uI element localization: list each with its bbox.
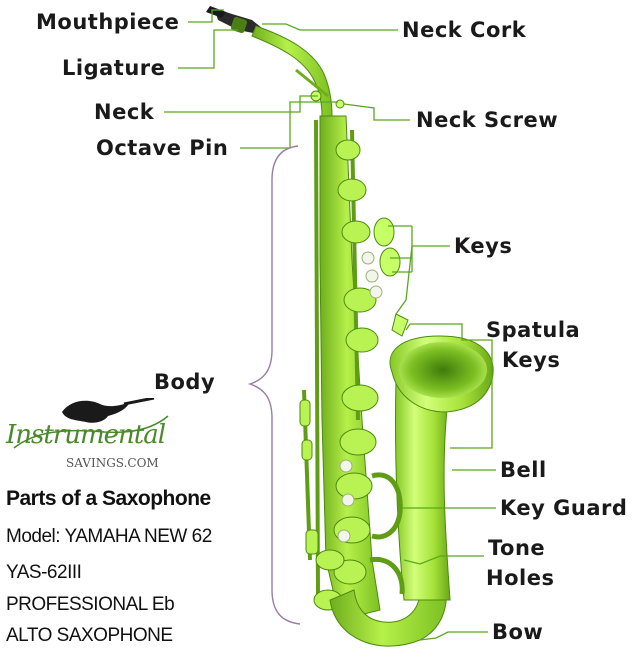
mouthpiece-leader — [188, 9, 224, 23]
ligature-leader — [178, 29, 238, 69]
neck-screw-leader — [343, 103, 410, 121]
info-model: Model: YAMAHA NEW 62 — [6, 526, 212, 547]
label-spatula-keys-line2: Keys — [502, 348, 561, 372]
neck-cork-leader — [262, 23, 398, 31]
guitar-logo-icon — [13, 398, 169, 449]
info-title: Parts of a Saxophone — [6, 487, 211, 510]
info-line4: PROFESSIONAL Eb — [6, 594, 175, 615]
neck-leader — [164, 95, 318, 113]
logo-sub-text: SAVINGS.COM — [66, 456, 159, 470]
label-bell: Bell — [500, 458, 547, 482]
label-neck: Neck — [94, 100, 155, 124]
instrumental-savings-logo: Instrumental SAVINGS.COM — [4, 398, 174, 478]
label-neck-cork: Neck Cork — [402, 18, 527, 42]
label-neck-screw: Neck Screw — [416, 108, 559, 132]
bell-part — [394, 379, 451, 601]
bow-leader — [419, 631, 488, 641]
mouthpiece-part — [206, 6, 262, 34]
label-spatula-keys-line1: Spatula — [486, 318, 581, 342]
label-tone-holes-line2: Holes — [486, 566, 555, 590]
label-octave-pin: Octave Pin — [96, 136, 229, 160]
label-mouthpiece: Mouthpiece — [36, 10, 180, 34]
logo-script-text: Instrumental — [6, 420, 166, 450]
key-guard-part — [371, 472, 403, 540]
label-body: Body — [154, 370, 216, 394]
spatula-keys-leader — [410, 323, 493, 449]
info-line5: ALTO SAXOPHONE — [6, 625, 173, 646]
octave-pin-leader — [240, 101, 338, 149]
info-line3: YAS-62III — [6, 562, 82, 583]
label-tone-holes-line1: Tone — [488, 536, 546, 560]
label-bow: Bow — [492, 620, 544, 644]
label-ligature: Ligature — [62, 56, 166, 80]
label-key-guard: Key Guard — [500, 496, 628, 520]
tone-holes-leader — [403, 555, 484, 565]
label-keys: Keys — [454, 234, 513, 258]
